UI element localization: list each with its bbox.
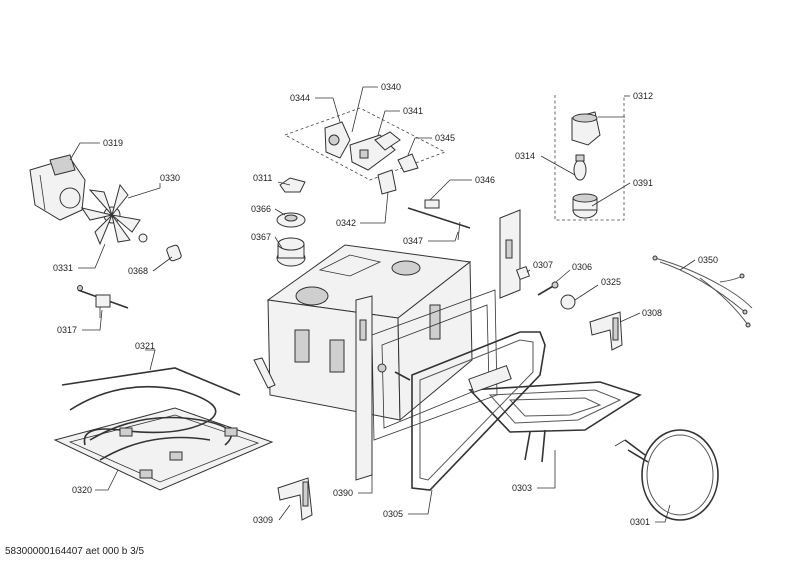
label-0301: 0301	[630, 517, 650, 527]
label-0391: 0391	[633, 178, 653, 188]
part-0325-cap	[560, 294, 576, 310]
label-0330: 0330	[160, 173, 180, 183]
label-0344: 0344	[290, 93, 310, 103]
part-0320-0321-heating-tray	[53, 367, 274, 491]
part-0309-bracket	[277, 477, 313, 521]
label-0367: 0367	[251, 232, 271, 242]
label-0314: 0314	[515, 151, 535, 161]
label-0345: 0345	[435, 133, 455, 143]
part-0330-nut	[138, 233, 148, 243]
label-0305: 0305	[383, 509, 403, 519]
part-0312-lamp-assembly	[554, 95, 625, 221]
label-0320: 0320	[72, 485, 92, 495]
part-0306-screw	[537, 281, 559, 296]
label-0303: 0303	[512, 483, 532, 493]
part-0301-ring-heater	[614, 429, 719, 521]
part-0319-fan-motor	[29, 154, 86, 221]
label-0307: 0307	[533, 260, 553, 270]
part-0346-0347-rod	[407, 199, 471, 241]
label-0321: 0321	[135, 341, 155, 351]
label-0340: 0340	[381, 82, 401, 92]
label-0308: 0308	[642, 308, 662, 318]
oven-cavity	[253, 209, 521, 481]
part-0311-bracket	[279, 177, 306, 193]
part-0303-grill-element	[468, 381, 642, 463]
label-0317: 0317	[57, 325, 77, 335]
label-0347: 0347	[403, 236, 423, 246]
part-0350-wire-harness	[652, 255, 753, 328]
document-footer: 58300000164407 aet 000 b 3/5	[5, 546, 144, 557]
label-0341: 0341	[403, 106, 423, 116]
label-0331: 0331	[53, 263, 73, 273]
label-0309: 0309	[253, 515, 273, 525]
part-0305-shelf-frame	[411, 331, 546, 491]
part-0366-disc	[276, 212, 306, 228]
label-0368: 0368	[128, 266, 148, 276]
label-0319: 0319	[103, 138, 123, 148]
leader-lines	[69, 86, 696, 523]
label-0312: 0312	[633, 91, 653, 101]
part-0368-sleeve	[166, 244, 182, 262]
part-0367-knob	[276, 237, 306, 267]
part-0317-sensor	[77, 285, 129, 318]
label-0342: 0342	[336, 218, 356, 228]
label-0390: 0390	[333, 488, 353, 498]
label-0306: 0306	[572, 262, 592, 272]
washer	[377, 363, 387, 373]
part-labels: 0344 0340 0341 0345 0312 0319 0314 0330 …	[53, 82, 718, 527]
label-0311: 0311	[253, 173, 272, 183]
label-0350: 0350	[698, 255, 718, 265]
label-0325: 0325	[601, 277, 621, 287]
label-0346: 0346	[475, 175, 495, 185]
label-0366: 0366	[251, 204, 271, 214]
screw	[394, 371, 411, 381]
part-034x-door-lock	[284, 107, 446, 195]
part-0308-bracket	[589, 311, 623, 351]
part-0331-fan-wheel	[80, 183, 141, 246]
